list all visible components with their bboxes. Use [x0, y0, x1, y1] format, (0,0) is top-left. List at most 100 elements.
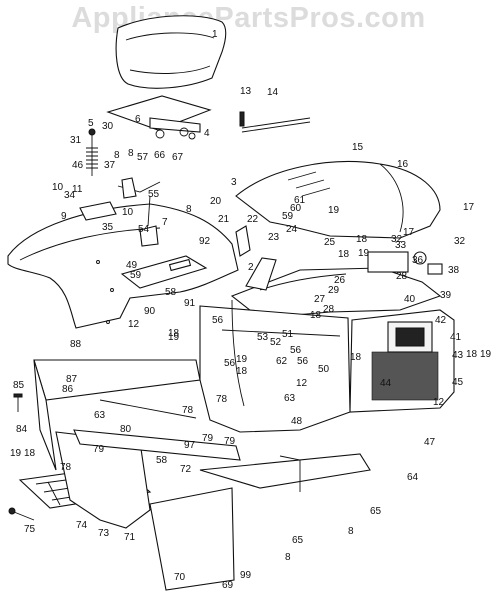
callout-c41: 41 [450, 332, 462, 343]
callout-c78a: 78 [60, 462, 72, 473]
callout-c84: 84 [16, 424, 28, 435]
callout-c12b: 12 [296, 378, 308, 389]
side-hardware [367, 251, 443, 275]
callout-c32a: 32 [391, 234, 403, 245]
callout-c70: 70 [174, 572, 186, 583]
callout-c78c: 78 [216, 394, 228, 405]
callout-c18h: 18 [24, 448, 36, 459]
callout-c15: 15 [352, 142, 364, 153]
callout-c80: 80 [120, 424, 132, 435]
callout-c61: 61 [294, 195, 306, 206]
callout-c64: 64 [407, 472, 419, 483]
callout-c67: 67 [172, 152, 184, 163]
callout-c20: 20 [210, 196, 222, 207]
callout-c87: 87 [66, 374, 78, 385]
bottom-panel [149, 487, 235, 591]
hood [235, 161, 441, 239]
callout-c73: 73 [98, 528, 110, 539]
callout-c28b: 28 [396, 271, 408, 282]
callout-c38: 38 [448, 265, 460, 276]
callout-c33: 33 [395, 240, 407, 251]
seat-bracket [106, 95, 212, 140]
callout-c8b: 8 [128, 148, 134, 159]
callout-c63a: 63 [94, 410, 106, 421]
callout-c62: 62 [276, 356, 288, 367]
seat [115, 15, 227, 89]
callout-c97: 97 [184, 440, 196, 451]
callout-c13: 13 [240, 86, 252, 97]
fender-plate [120, 255, 208, 289]
callout-c79a: 79 [93, 444, 105, 455]
callout-c8c: 8 [186, 204, 192, 215]
callout-c8d: 8 [348, 526, 354, 537]
callout-c22: 22 [247, 214, 259, 225]
callout-c51: 51 [282, 329, 294, 340]
callout-c69: 69 [222, 580, 234, 591]
callout-c18b: 18 [338, 249, 350, 260]
bolts [8, 393, 35, 521]
callout-c18e: 18 [310, 310, 322, 321]
callout-c12a: 12 [128, 319, 140, 330]
callout-c99: 99 [240, 570, 252, 581]
callout-c59b: 59 [130, 270, 142, 281]
callout-c31: 31 [70, 135, 82, 146]
callout-c25: 25 [324, 237, 336, 248]
callout-c18g: 18 [466, 349, 478, 360]
front-axle [199, 453, 371, 492]
callout-c92: 92 [199, 236, 211, 247]
callout-c18d: 18 [236, 366, 248, 377]
callout-c44: 44 [380, 378, 392, 389]
callout-c3: 3 [231, 177, 237, 188]
callout-c24: 24 [286, 224, 298, 235]
callout-c85: 85 [13, 380, 25, 391]
callout-c60: 60 [290, 203, 302, 214]
callout-c2: 2 [248, 262, 254, 273]
callout-c71: 71 [124, 532, 136, 543]
callout-c19b: 19 [358, 248, 370, 259]
callout-c86: 86 [62, 384, 74, 395]
callout-c26: 26 [334, 275, 346, 286]
callout-c8a: 8 [114, 150, 120, 161]
callout-c91: 91 [184, 298, 196, 309]
callout-c49: 49 [126, 260, 138, 271]
callout-c10b: 10 [122, 207, 134, 218]
callout-c7: 7 [162, 217, 168, 228]
callout-c19f: 19 [10, 448, 22, 459]
callout-c79c: 79 [224, 436, 236, 447]
callout-c36: 36 [412, 255, 424, 266]
callout-c1: 1 [212, 29, 218, 40]
callout-c6: 6 [135, 114, 141, 125]
callout-c4: 4 [204, 128, 210, 139]
callout-c10a: 10 [52, 182, 64, 193]
callout-c12c: 12 [433, 397, 445, 408]
callout-c55: 55 [148, 189, 160, 200]
callout-c88: 88 [70, 339, 82, 350]
callout-c17a: 17 [463, 202, 475, 213]
frame [199, 299, 351, 433]
callout-c46: 46 [72, 160, 84, 171]
callout-c23: 23 [268, 232, 280, 243]
grille-housing [349, 309, 455, 413]
callout-c63b: 63 [284, 393, 296, 404]
callout-c54: 54 [138, 224, 150, 235]
callout-c45: 45 [452, 377, 464, 388]
cross-bar [73, 399, 241, 461]
callout-c56a: 56 [212, 315, 224, 326]
callout-c27: 27 [314, 294, 326, 305]
callout-c53: 53 [257, 332, 269, 343]
callout-c42: 42 [435, 315, 447, 326]
callout-c32b: 32 [454, 236, 466, 247]
steering-rod [239, 111, 311, 133]
dash-panel [230, 225, 442, 319]
side-rail [33, 359, 201, 471]
callout-c8e: 8 [285, 552, 291, 563]
callout-c65a: 65 [370, 506, 382, 517]
callout-c40: 40 [404, 294, 416, 305]
callout-c75: 75 [24, 524, 36, 535]
callout-c35: 35 [102, 222, 114, 233]
callout-c18f: 18 [350, 352, 362, 363]
callout-c39: 39 [440, 290, 452, 301]
callout-c50: 50 [318, 364, 330, 375]
callout-c52: 52 [270, 337, 282, 348]
callout-c56d: 56 [297, 356, 309, 367]
